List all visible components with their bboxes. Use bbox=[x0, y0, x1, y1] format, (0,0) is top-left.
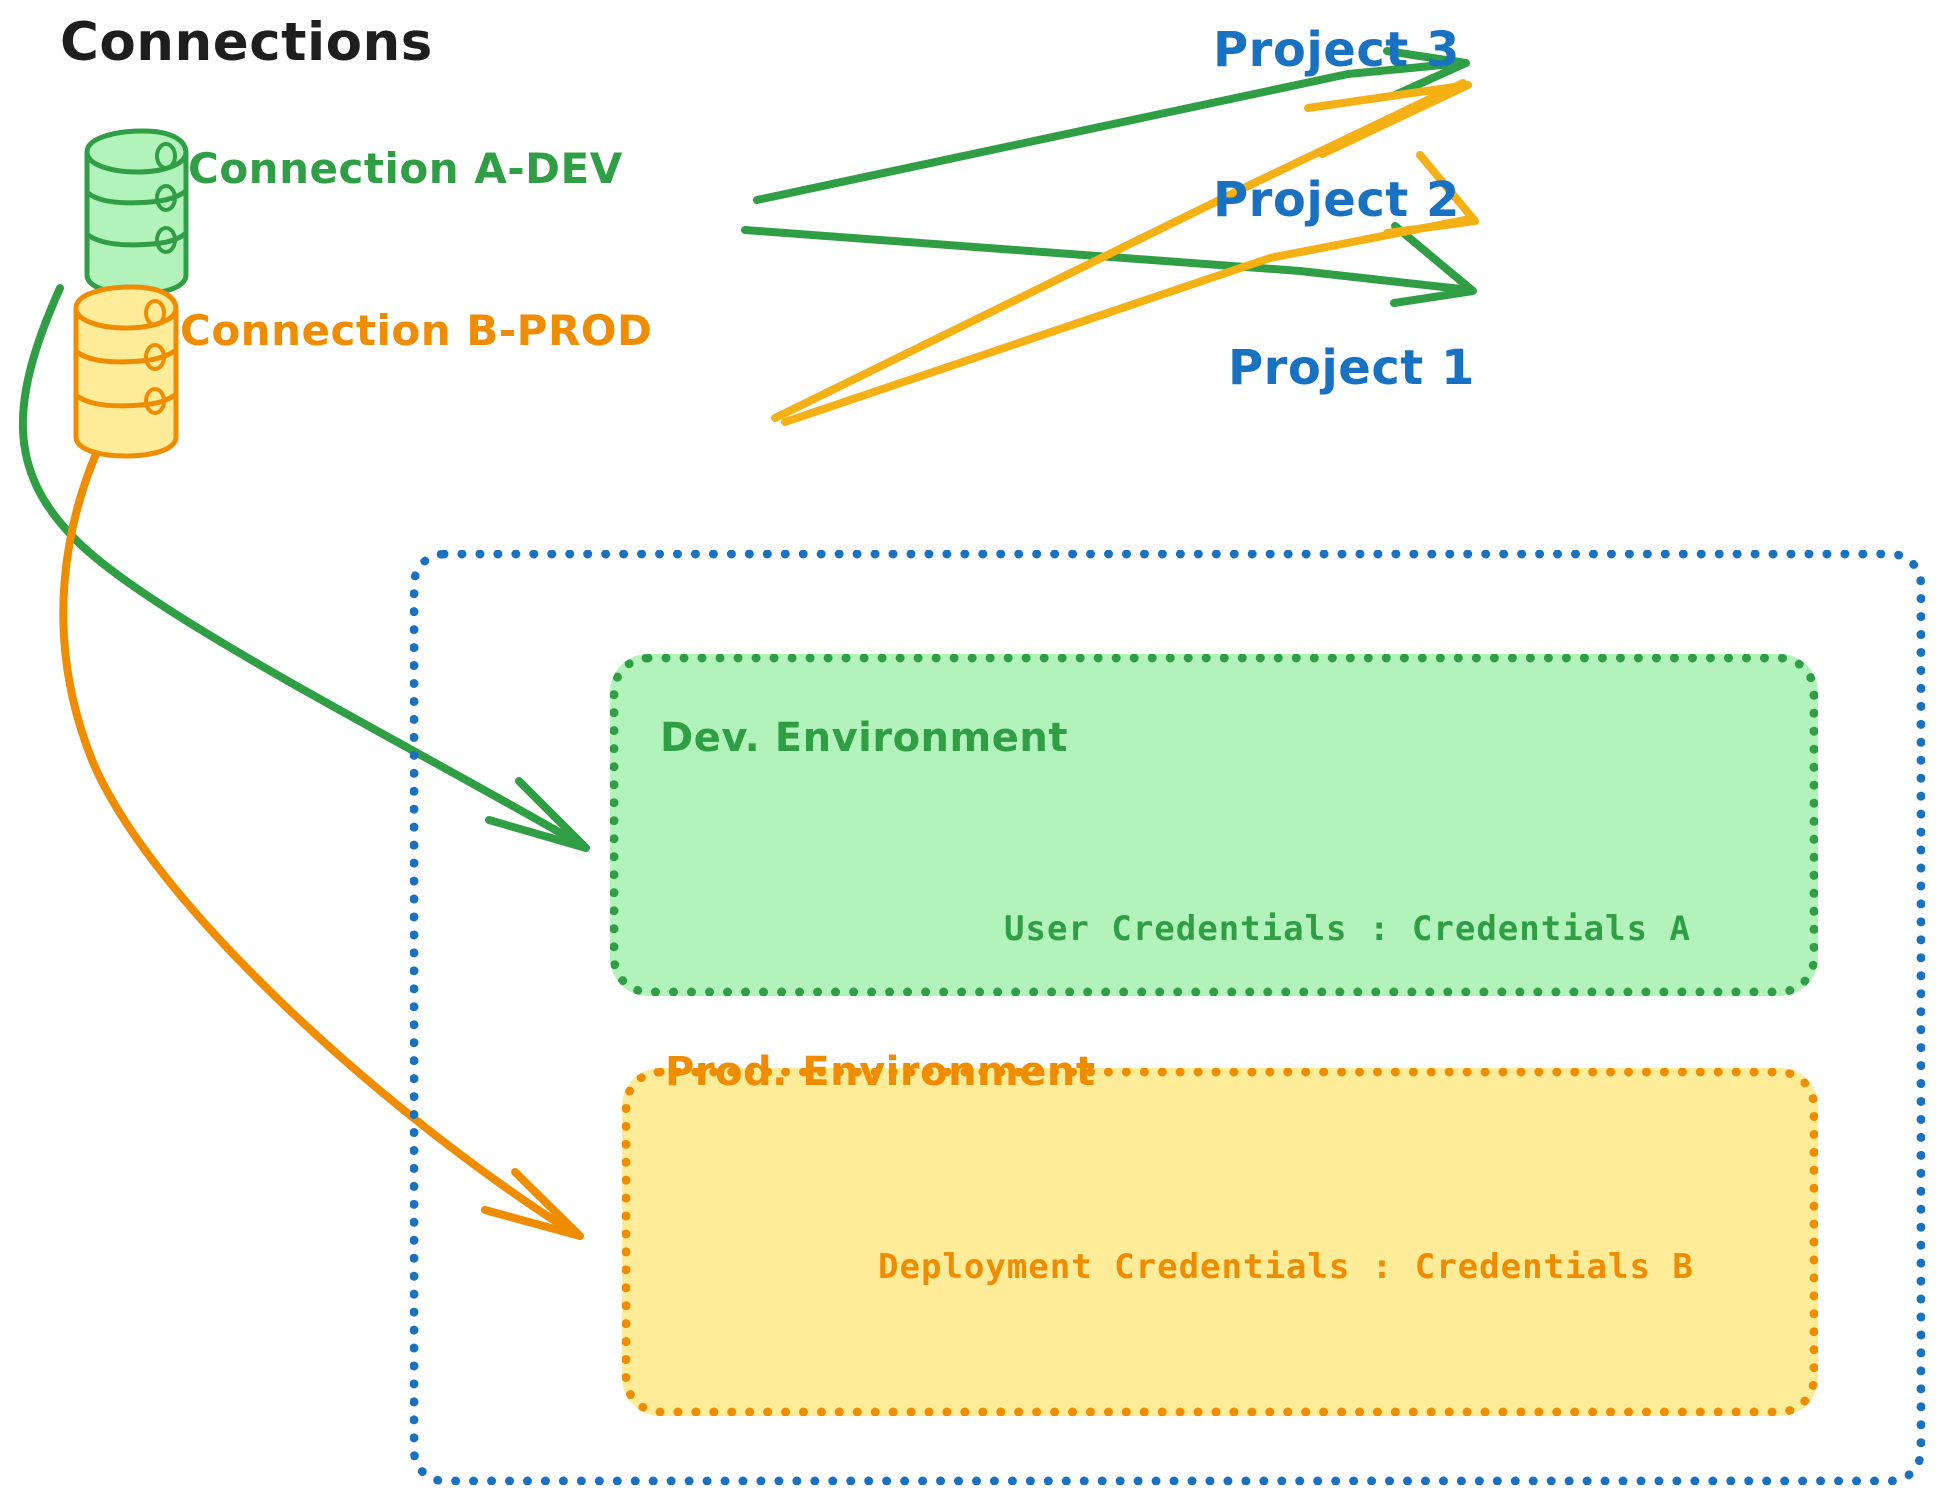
edge-b-prod-to-project-3 bbox=[771, 79, 1472, 422]
edge-a-dev-to-project-2 bbox=[741, 222, 1477, 307]
project-label-project-3[interactable]: Project 3 bbox=[1213, 22, 1460, 78]
page-title: Connections bbox=[60, 12, 433, 73]
prod-environment-credentials: Deployment Credentials : Credentials B bbox=[878, 1247, 1694, 1287]
edge-b-prod-to-project-2 bbox=[781, 151, 1479, 426]
edge-a-dev-to-project-3 bbox=[753, 47, 1470, 204]
database-icon-b-prod[interactable] bbox=[73, 284, 179, 459]
prod-environment-box[interactable] bbox=[622, 1068, 1818, 1416]
dev-environment-title: Dev. Environment bbox=[660, 715, 1068, 761]
project-label-project-2[interactable]: Project 2 bbox=[1213, 172, 1460, 228]
database-icon-a-dev[interactable] bbox=[84, 128, 189, 297]
edge-a-dev-to-dev-env bbox=[19, 284, 590, 852]
connection-label-b-prod[interactable]: Connection B-PROD bbox=[180, 306, 653, 355]
edge-b-prod-to-prod-env bbox=[59, 416, 584, 1240]
project-1-container[interactable] bbox=[410, 550, 1925, 1485]
prod-environment-title: Prod. Environment bbox=[665, 1049, 1096, 1095]
project-label-project-1[interactable]: Project 1 bbox=[1228, 340, 1475, 396]
dev-environment-credentials: User Credentials : Credentials A bbox=[1004, 909, 1692, 949]
connection-label-a-dev[interactable]: Connection A-DEV bbox=[188, 144, 623, 193]
dev-environment-box[interactable] bbox=[610, 654, 1818, 996]
